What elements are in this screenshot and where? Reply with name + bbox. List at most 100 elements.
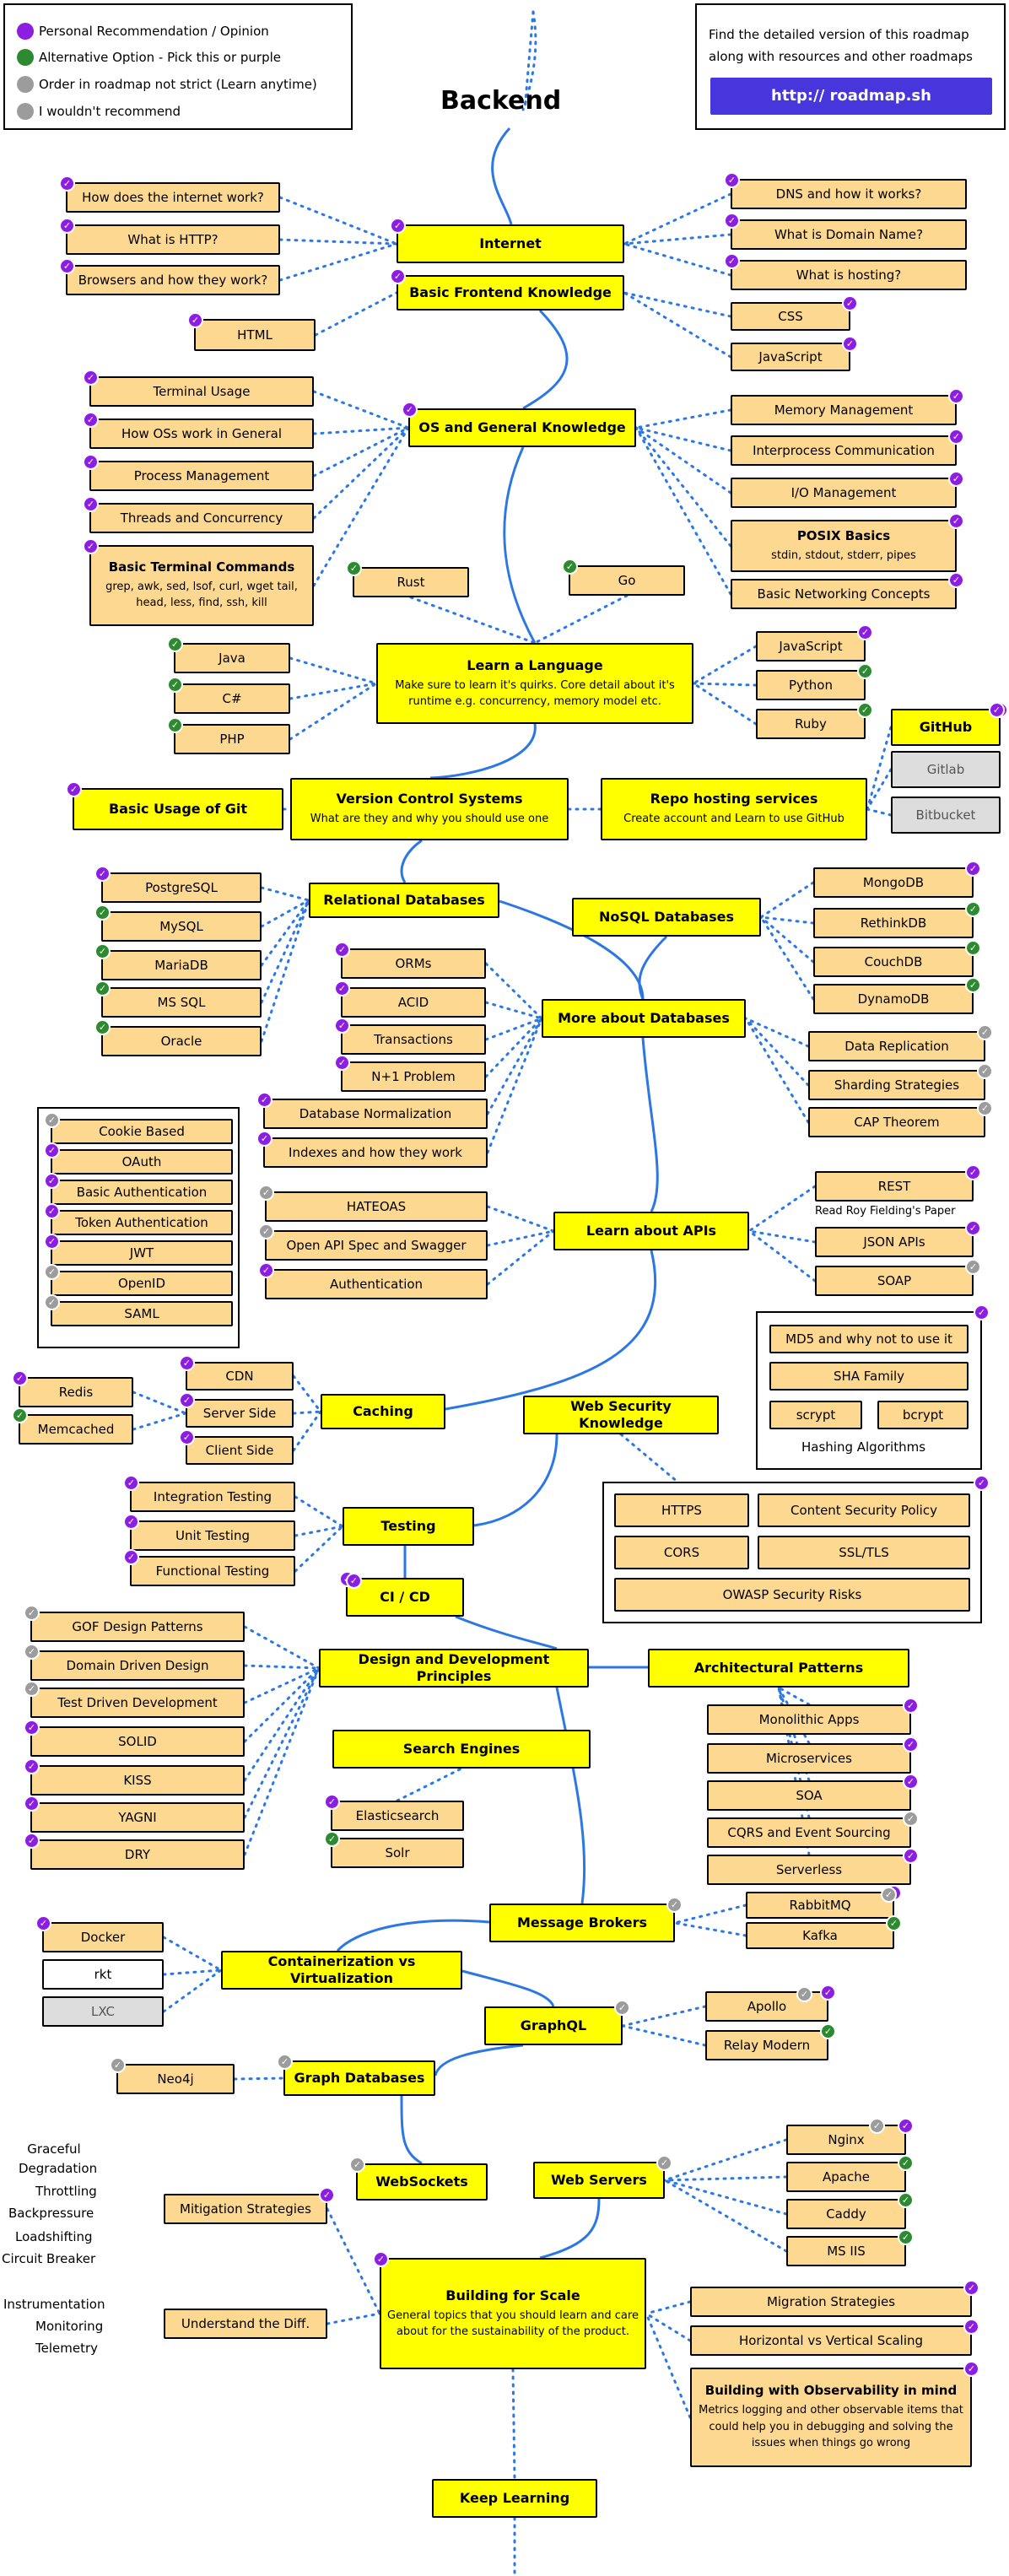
- node-bcrypt[interactable]: bcrypt: [877, 1401, 969, 1429]
- node-hateoas[interactable]: HATEOAS: [265, 1191, 488, 1222]
- node-monolithic[interactable]: Monolithic Apps: [707, 1704, 911, 1735]
- node-msiis[interactable]: MS IIS: [786, 2236, 906, 2266]
- node-containerization[interactable]: Containerization vs Virtualization: [221, 1951, 462, 1990]
- node-git[interactable]: Basic Usage of Git: [73, 788, 283, 830]
- node-rkt[interactable]: rkt: [42, 1959, 164, 1990]
- node-oracle[interactable]: Oracle: [101, 1026, 262, 1056]
- node-internet[interactable]: Internet: [397, 224, 624, 263]
- node-more-db[interactable]: More about Databases: [542, 999, 746, 1038]
- node-threads[interactable]: Threads and Concurrency: [89, 503, 314, 533]
- node-caching[interactable]: Caching: [321, 1394, 445, 1429]
- node-mariadb[interactable]: MariaDB: [101, 950, 262, 980]
- node-io[interactable]: I/O Management: [731, 478, 957, 508]
- node-cookie[interactable]: Cookie Based: [51, 1119, 233, 1144]
- node-cicd[interactable]: CI / CD: [346, 1578, 464, 1617]
- node-soap[interactable]: SOAP: [815, 1266, 974, 1296]
- node-sha[interactable]: SHA Family: [769, 1362, 969, 1391]
- node-https[interactable]: HTTPS: [614, 1493, 749, 1527]
- node-gof[interactable]: GOF Design Patterns: [30, 1612, 245, 1642]
- node-owasp[interactable]: OWASP Security Risks: [614, 1578, 970, 1612]
- node-os[interactable]: OS and General Knowledge: [408, 408, 636, 447]
- node-kiss[interactable]: KISS: [30, 1765, 245, 1796]
- node-websockets[interactable]: WebSockets: [356, 2163, 488, 2201]
- node-csp[interactable]: Content Security Policy: [758, 1493, 970, 1527]
- node-dry[interactable]: DRY: [30, 1839, 245, 1870]
- node-cors[interactable]: CORS: [614, 1536, 749, 1569]
- node-rest[interactable]: REST: [815, 1171, 974, 1202]
- node-basic-auth[interactable]: Basic Authentication: [51, 1180, 233, 1205]
- node-domain[interactable]: What is Domain Name?: [731, 219, 967, 250]
- node-python[interactable]: Python: [756, 670, 866, 700]
- node-solid[interactable]: SOLID: [30, 1726, 245, 1757]
- node-apache[interactable]: Apache: [786, 2162, 906, 2192]
- node-html[interactable]: HTML: [194, 319, 316, 351]
- node-frontend[interactable]: Basic Frontend Knowledge: [397, 275, 624, 311]
- node-relay[interactable]: Relay Modern: [705, 2030, 828, 2060]
- node-apis[interactable]: Learn about APIs: [553, 1212, 749, 1250]
- node-json-apis[interactable]: JSON APIs: [815, 1227, 974, 1257]
- node-soa[interactable]: SOA: [707, 1780, 911, 1811]
- node-csharp[interactable]: C#: [174, 683, 290, 714]
- node-couchdb[interactable]: CouchDB: [813, 947, 974, 977]
- node-memory[interactable]: Memory Management: [731, 395, 957, 425]
- node-indexes[interactable]: Indexes and how they work: [263, 1137, 488, 1168]
- node-elasticsearch[interactable]: Elasticsearch: [331, 1801, 464, 1831]
- node-replication[interactable]: Data Replication: [808, 1031, 985, 1061]
- node-terminal[interactable]: Terminal Usage: [89, 376, 314, 407]
- node-authentication[interactable]: Authentication: [265, 1269, 488, 1299]
- node-architectural[interactable]: Architectural Patterns: [648, 1649, 909, 1688]
- node-normalization[interactable]: Database Normalization: [263, 1099, 488, 1129]
- node-github[interactable]: GitHub: [891, 709, 1001, 746]
- node-hosting[interactable]: What is hosting?: [731, 260, 967, 290]
- node-ipc[interactable]: Interprocess Communication: [731, 435, 957, 466]
- node-javascript[interactable]: JavaScript: [756, 631, 866, 662]
- node-microservices[interactable]: Microservices: [707, 1743, 911, 1774]
- node-mssql[interactable]: MS SQL: [101, 987, 262, 1018]
- node-cqrs[interactable]: CQRS and Event Sourcing: [707, 1817, 911, 1848]
- node-token-auth[interactable]: Token Authentication: [51, 1210, 233, 1235]
- node-cdn[interactable]: CDN: [186, 1362, 294, 1391]
- node-nginx[interactable]: Nginx: [786, 2125, 906, 2155]
- node-orms[interactable]: ORMs: [341, 948, 486, 979]
- node-rabbitmq[interactable]: RabbitMQ: [746, 1892, 894, 1919]
- node-horizontal[interactable]: Horizontal vs Vertical Scaling: [690, 2325, 972, 2356]
- node-mysql[interactable]: MySQL: [101, 911, 262, 942]
- node-search[interactable]: Search Engines: [332, 1730, 591, 1769]
- node-md5[interactable]: MD5 and why not to use it: [769, 1325, 969, 1353]
- node-apollo[interactable]: Apollo: [705, 1991, 828, 2022]
- node-bitbucket[interactable]: Bitbucket: [891, 797, 1001, 834]
- node-ruby[interactable]: Ruby: [756, 709, 866, 739]
- node-mongodb[interactable]: MongoDB: [813, 867, 974, 898]
- node-lxc[interactable]: LXC: [42, 1996, 164, 2027]
- node-migration[interactable]: Migration Strategies: [690, 2287, 972, 2317]
- node-testing[interactable]: Testing: [343, 1507, 474, 1546]
- node-postgres[interactable]: PostgreSQL: [101, 872, 262, 903]
- node-neo4j[interactable]: Neo4j: [116, 2064, 235, 2094]
- node-acid[interactable]: ACID: [341, 987, 486, 1018]
- node-how-internet[interactable]: How does the internet work?: [66, 182, 280, 213]
- node-rethinkdb[interactable]: RethinkDB: [813, 908, 974, 938]
- node-dynamodb[interactable]: DynamoDB: [813, 984, 974, 1014]
- node-rust[interactable]: Rust: [353, 567, 469, 597]
- node-ddd[interactable]: Domain Driven Design: [30, 1650, 245, 1681]
- roadmap-link-button[interactable]: http:// roadmap.sh: [710, 78, 992, 115]
- node-sharding[interactable]: Sharding Strategies: [808, 1070, 985, 1100]
- node-oauth[interactable]: OAuth: [51, 1149, 233, 1175]
- node-functional[interactable]: Functional Testing: [130, 1556, 295, 1586]
- node-integration[interactable]: Integration Testing: [130, 1482, 295, 1512]
- node-web-security[interactable]: Web Security Knowledge: [523, 1396, 719, 1434]
- node-php[interactable]: PHP: [174, 724, 290, 754]
- node-mitigation[interactable]: Mitigation Strategies: [164, 2194, 327, 2224]
- node-process[interactable]: Process Management: [89, 461, 314, 491]
- node-server-side[interactable]: Server Side: [186, 1399, 294, 1428]
- node-go[interactable]: Go: [569, 565, 685, 596]
- node-memcached[interactable]: Memcached: [19, 1414, 133, 1445]
- node-os-work[interactable]: How OSs work in General: [89, 419, 314, 449]
- node-graphql[interactable]: GraphQL: [484, 2006, 623, 2045]
- node-openid[interactable]: OpenID: [51, 1271, 233, 1296]
- node-graph-db[interactable]: Graph Databases: [283, 2060, 435, 2096]
